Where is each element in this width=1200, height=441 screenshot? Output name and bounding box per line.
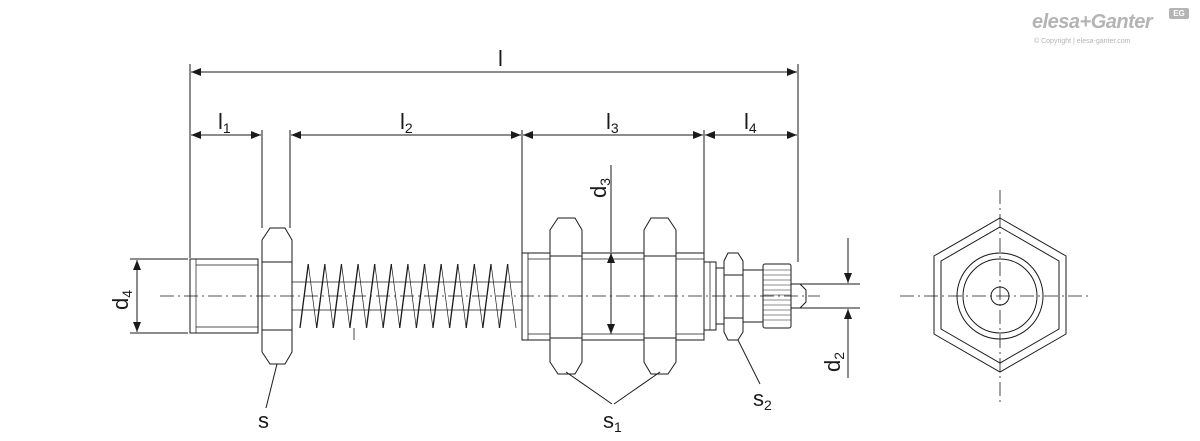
spring-coil-back	[357, 263, 367, 329]
spring-coil-front	[349, 263, 359, 329]
end-view-pin-circle	[990, 286, 1010, 306]
end-view-hex-inner	[940, 226, 1060, 364]
spring-coil-back	[424, 263, 434, 329]
spring-coil-front	[482, 263, 492, 329]
label-l3: l3	[606, 109, 619, 136]
label-d2: d2	[820, 352, 847, 372]
end-view-hex-outer	[933, 217, 1067, 373]
spring-coil-back	[374, 263, 384, 329]
spring-coil-back	[407, 263, 417, 329]
label-s1: s1	[603, 408, 622, 435]
spring-coil-back	[440, 263, 450, 329]
spring-coil-front	[432, 263, 442, 329]
hex-nut-s2	[723, 252, 744, 341]
brand-badge: EG	[1169, 8, 1189, 19]
spring-coil-front	[382, 263, 393, 329]
plunger-pin	[791, 283, 807, 309]
end-view-outer-circle	[956, 252, 1044, 340]
knurl-lines	[763, 269, 791, 321]
spring-coil-back	[457, 263, 467, 329]
label-d3: d3	[586, 178, 613, 198]
spring-coil-front	[415, 263, 426, 329]
label-d4: d4	[108, 290, 135, 310]
brand-name: elesa+Ganter	[1032, 11, 1153, 33]
label-l2: l2	[400, 109, 413, 136]
spring-coil-back	[490, 263, 500, 329]
brand-logo: elesa+Ganter EG © Copyright | elesa-gant…	[1032, 8, 1192, 48]
leader-s1-right	[613, 371, 661, 405]
spring-coil-back	[474, 263, 484, 329]
plunger-body	[521, 252, 705, 341]
spring-coil-front	[315, 263, 326, 329]
threaded-stud	[189, 258, 259, 334]
spring-coil-front	[365, 263, 376, 329]
spring-coil-front	[399, 263, 409, 329]
spring-coil-back	[307, 263, 317, 329]
spring-coil-front	[332, 263, 343, 329]
label-s2: s2	[753, 386, 772, 413]
label-s: s	[258, 408, 269, 433]
spring-coil-front	[299, 263, 309, 329]
spring-coil-back	[341, 263, 351, 329]
leader-s2	[737, 339, 761, 385]
spring-coil-front	[465, 263, 476, 329]
label-l4: l4	[744, 109, 757, 136]
leader-s1-left	[565, 371, 613, 405]
label-l1: l1	[218, 109, 231, 136]
brand-copyright: © Copyright | elesa-ganter.com	[1034, 38, 1131, 45]
spring-coil-front	[498, 263, 509, 329]
compression-spring	[299, 263, 517, 329]
label-l: l	[498, 46, 503, 71]
hex-nut-s	[261, 227, 293, 365]
spring-coil-back	[324, 263, 334, 329]
spring-coil-front	[448, 263, 459, 329]
spring-coil-back	[507, 263, 517, 329]
hex-nut-s1-left	[549, 217, 583, 375]
leader-s	[265, 363, 278, 409]
end-view-bore-circle	[962, 258, 1038, 334]
spring-coil-back	[391, 263, 401, 329]
